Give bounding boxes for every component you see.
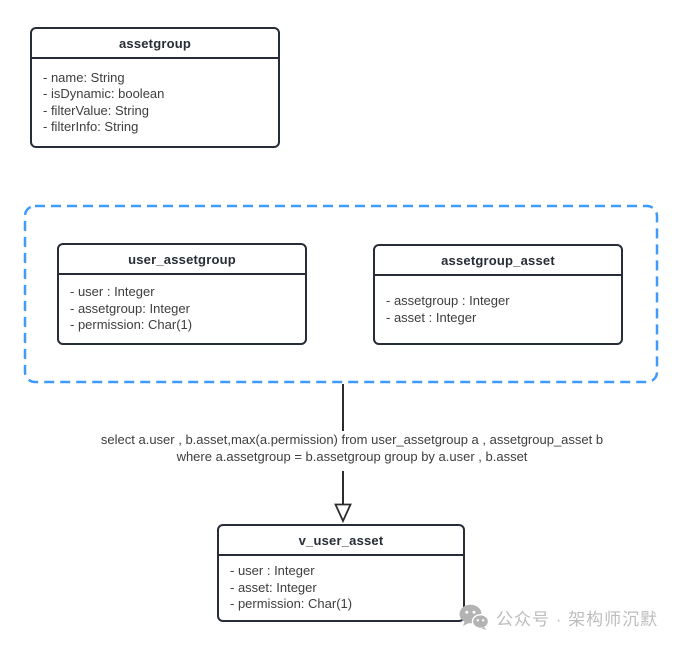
attribute-row: - permission: Char(1)	[70, 317, 193, 333]
entity-assetgroup: assetgroup - name: String - isDynamic: b…	[30, 27, 280, 148]
attribute-row: - permission: Char(1)	[230, 596, 353, 612]
attribute-row: - filterValue: String	[43, 102, 149, 118]
attribute-row: - user : Integer	[70, 284, 155, 300]
entity-attributes: - user : Integer - assetgroup: Integer -…	[59, 275, 305, 343]
arrowhead-open-triangle-icon	[334, 503, 352, 524]
watermark-text: 公众号 · 架构师沉默	[496, 610, 659, 629]
entity-title: assetgroup	[32, 29, 278, 59]
sql-line-2: where a.assetgroup = b.assetgroup group …	[176, 449, 528, 464]
entity-title: user_assetgroup	[59, 245, 305, 275]
attribute-row: - asset : Integer	[386, 309, 477, 325]
attribute-row: - user : Integer	[230, 563, 315, 579]
sql-line-1: select a.user , b.asset,max(a.permission…	[100, 432, 604, 447]
entity-user-assetgroup: user_assetgroup - user : Integer - asset…	[57, 243, 307, 345]
attribute-row: - isDynamic: boolean	[43, 86, 165, 101]
entity-title: assetgroup_asset	[375, 246, 621, 276]
attribute-row: - assetgroup: Integer	[70, 300, 190, 316]
entity-assetgroup-asset: assetgroup_asset - assetgroup : Integer …	[373, 244, 623, 345]
wechat-icon	[459, 604, 489, 630]
attribute-row: - assetgroup : Integer	[386, 293, 510, 308]
attribute-row: - name: String	[43, 69, 125, 85]
attribute-row: - asset: Integer	[230, 579, 317, 595]
entity-attributes: - assetgroup : Integer - asset : Integer	[375, 276, 621, 343]
sql-annotation: select a.user , b.asset,max(a.permission…	[10, 431, 684, 465]
entity-attributes: - name: String - isDynamic: boolean - fi…	[32, 59, 278, 146]
entity-title: v_user_asset	[219, 526, 463, 556]
attribute-row: - filterInfo: String	[43, 119, 139, 134]
watermark: 公众号 · 架构师沉默	[459, 604, 658, 631]
entity-attributes: - user : Integer - asset: Integer - perm…	[219, 556, 463, 620]
entity-v-user-asset: v_user_asset - user : Integer - asset: I…	[217, 524, 465, 622]
